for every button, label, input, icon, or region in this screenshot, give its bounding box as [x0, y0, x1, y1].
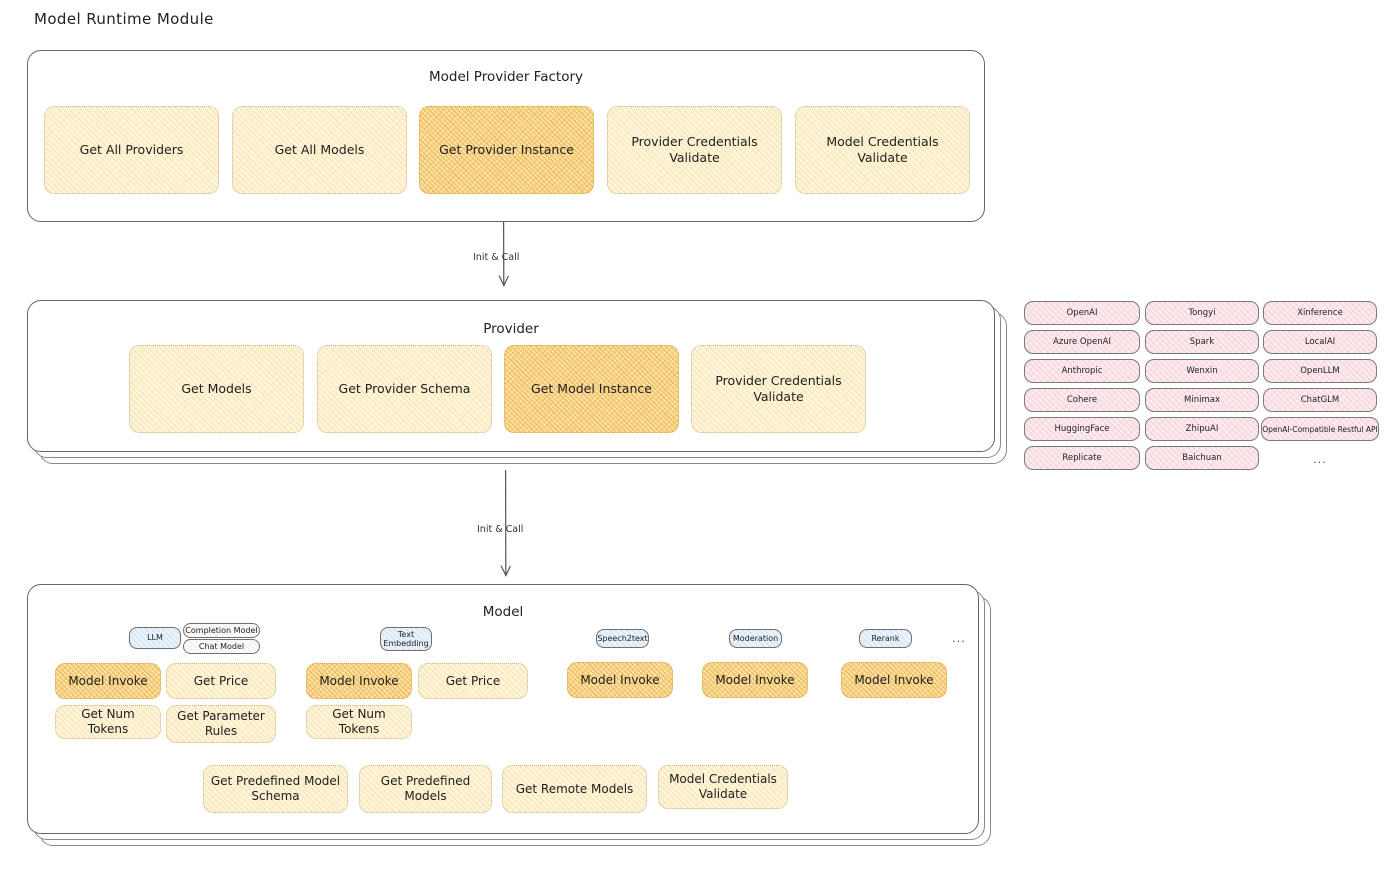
- provider-pill-spark[interactable]: Spark: [1145, 330, 1259, 354]
- model-title: Model: [482, 604, 524, 620]
- model-type-badge-llm[interactable]: LLM: [129, 627, 181, 649]
- model-subtype-badge-chat-model[interactable]: Chat Model: [183, 639, 260, 654]
- model-type-badge-rerank[interactable]: Rerank: [859, 629, 912, 648]
- provider-node-get-models[interactable]: Get Models: [129, 345, 304, 433]
- factory-node-get-all-providers[interactable]: Get All Providers: [44, 106, 219, 194]
- provider-pill-wenxin[interactable]: Wenxin: [1145, 359, 1259, 383]
- model-common-node-model-credentials-validate[interactable]: Model Credentials Validate: [658, 765, 788, 809]
- provider-pill-replicate[interactable]: Replicate: [1024, 446, 1140, 470]
- arrow-provider-to-model: [500, 469, 511, 577]
- provider-pill-baichuan[interactable]: Baichuan: [1145, 446, 1259, 470]
- llm-node-get-price[interactable]: Get Price: [166, 663, 276, 699]
- provider-list-more-ellipsis: ...: [1313, 452, 1327, 466]
- provider-pill-zhipuai[interactable]: ZhipuAI: [1145, 417, 1259, 441]
- model-type-badge-speech2text[interactable]: Speech2text: [596, 629, 649, 648]
- text-embedding-node-get-price[interactable]: Get Price: [418, 663, 528, 699]
- provider-pill-tongyi[interactable]: Tongyi: [1145, 301, 1259, 325]
- provider-node-get-provider-schema[interactable]: Get Provider Schema: [317, 345, 492, 433]
- provider-pill-minimax[interactable]: Minimax: [1145, 388, 1259, 412]
- arrow-factory-to-provider: [498, 221, 509, 287]
- moderation-node-model-invoke[interactable]: Model Invoke: [702, 662, 808, 698]
- factory-node-get-provider-instance[interactable]: Get Provider Instance: [419, 106, 594, 194]
- model-type-badge-moderation[interactable]: Moderation: [729, 629, 782, 648]
- llm-node-get-parameter-rules[interactable]: Get Parameter Rules: [166, 705, 276, 743]
- arrow-label-init-and-call-2: Init & Call: [477, 524, 524, 535]
- model-common-node-get-predefined-model-schema[interactable]: Get Predefined Model Schema: [203, 765, 348, 813]
- speech2text-node-model-invoke[interactable]: Model Invoke: [567, 662, 673, 698]
- provider-pill-huggingface[interactable]: HuggingFace: [1024, 417, 1140, 441]
- provider-pill-chatglm[interactable]: ChatGLM: [1263, 388, 1377, 412]
- factory-node-model-credentials-validate[interactable]: Model Credentials Validate: [795, 106, 970, 194]
- provider-pill-openllm[interactable]: OpenLLM: [1263, 359, 1377, 383]
- provider-pill-localai[interactable]: LocalAI: [1263, 330, 1377, 354]
- provider-node-provider-credentials-validate[interactable]: Provider Credentials Validate: [691, 345, 866, 433]
- arrow-label-init-and-call-1: Init & Call: [473, 252, 520, 263]
- page-title: Model Runtime Module: [34, 10, 214, 28]
- provider-pill-openai[interactable]: OpenAI: [1024, 301, 1140, 325]
- provider-pill-azure-openai[interactable]: Azure OpenAI: [1024, 330, 1140, 354]
- model-common-node-get-predefined-models[interactable]: Get Predefined Models: [359, 765, 492, 813]
- factory-node-get-all-models[interactable]: Get All Models: [232, 106, 407, 194]
- provider-pill-openai-compatible-restful-api[interactable]: OpenAI-Compatible Restful API: [1261, 417, 1379, 441]
- provider-title: Provider: [483, 321, 539, 337]
- text-embedding-node-model-invoke[interactable]: Model Invoke: [306, 663, 412, 699]
- model-types-more-ellipsis: ...: [952, 631, 966, 645]
- text-embedding-node-get-num-tokens[interactable]: Get Num Tokens: [306, 705, 412, 739]
- provider-node-get-model-instance[interactable]: Get Model Instance: [504, 345, 679, 433]
- llm-node-get-num-tokens[interactable]: Get Num Tokens: [55, 705, 161, 739]
- provider-pill-xinference[interactable]: Xinference: [1263, 301, 1377, 325]
- provider-pill-cohere[interactable]: Cohere: [1024, 388, 1140, 412]
- llm-node-model-invoke[interactable]: Model Invoke: [55, 663, 161, 699]
- model-provider-factory-title: Model Provider Factory: [428, 69, 583, 85]
- factory-node-provider-credentials-validate[interactable]: Provider Credentials Validate: [607, 106, 782, 194]
- model-type-badge-text-embedding[interactable]: Text Embedding: [380, 627, 432, 651]
- rerank-node-model-invoke[interactable]: Model Invoke: [841, 662, 947, 698]
- model-common-node-get-remote-models[interactable]: Get Remote Models: [502, 765, 647, 813]
- model-subtype-badge-completion-model[interactable]: Completion Model: [183, 623, 260, 638]
- provider-pill-anthropic[interactable]: Anthropic: [1024, 359, 1140, 383]
